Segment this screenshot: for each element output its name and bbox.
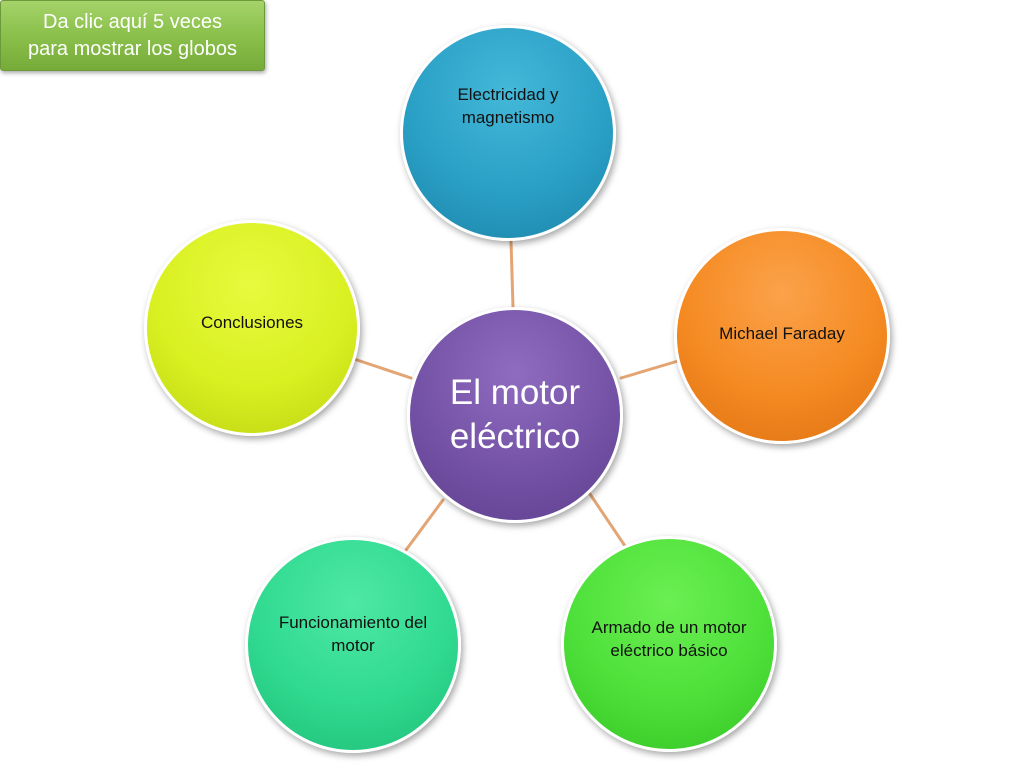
bubble-label: Conclusiones — [200, 312, 304, 332]
bubble-funcionamiento-motor[interactable]: Funcionamiento del motor — [245, 537, 461, 753]
connector-funcionamiento — [404, 498, 445, 552]
connector-conclusiones — [352, 357, 413, 380]
show-bubbles-button[interactable]: Da clic aquí 5 veces para mostrar los gl… — [0, 0, 265, 71]
connector-electricidad — [509, 239, 515, 309]
connector-armado — [588, 492, 627, 548]
connector-faraday — [619, 359, 680, 380]
bubble-label: Armado de un motor eléctrico básico — [591, 618, 747, 660]
bubble-michael-faraday[interactable]: Michael Faraday — [674, 228, 890, 444]
bubble-armado-motor[interactable]: Armado de un motor eléctrico básico — [561, 536, 777, 752]
center-bubble-label: El motor eléctrico — [449, 373, 581, 456]
bubble-label: Michael Faraday — [719, 323, 845, 343]
bubble-label: Electricidad y magnetismo — [457, 85, 559, 127]
bubble-conclusiones[interactable]: Conclusiones — [144, 220, 360, 436]
bubble-electricidad-magnetismo[interactable]: Electricidad y magnetismo — [400, 25, 616, 241]
bubble-label: Funcionamiento del motor — [278, 613, 428, 655]
center-bubble-motor-electrico[interactable]: El motor eléctrico — [407, 307, 623, 523]
